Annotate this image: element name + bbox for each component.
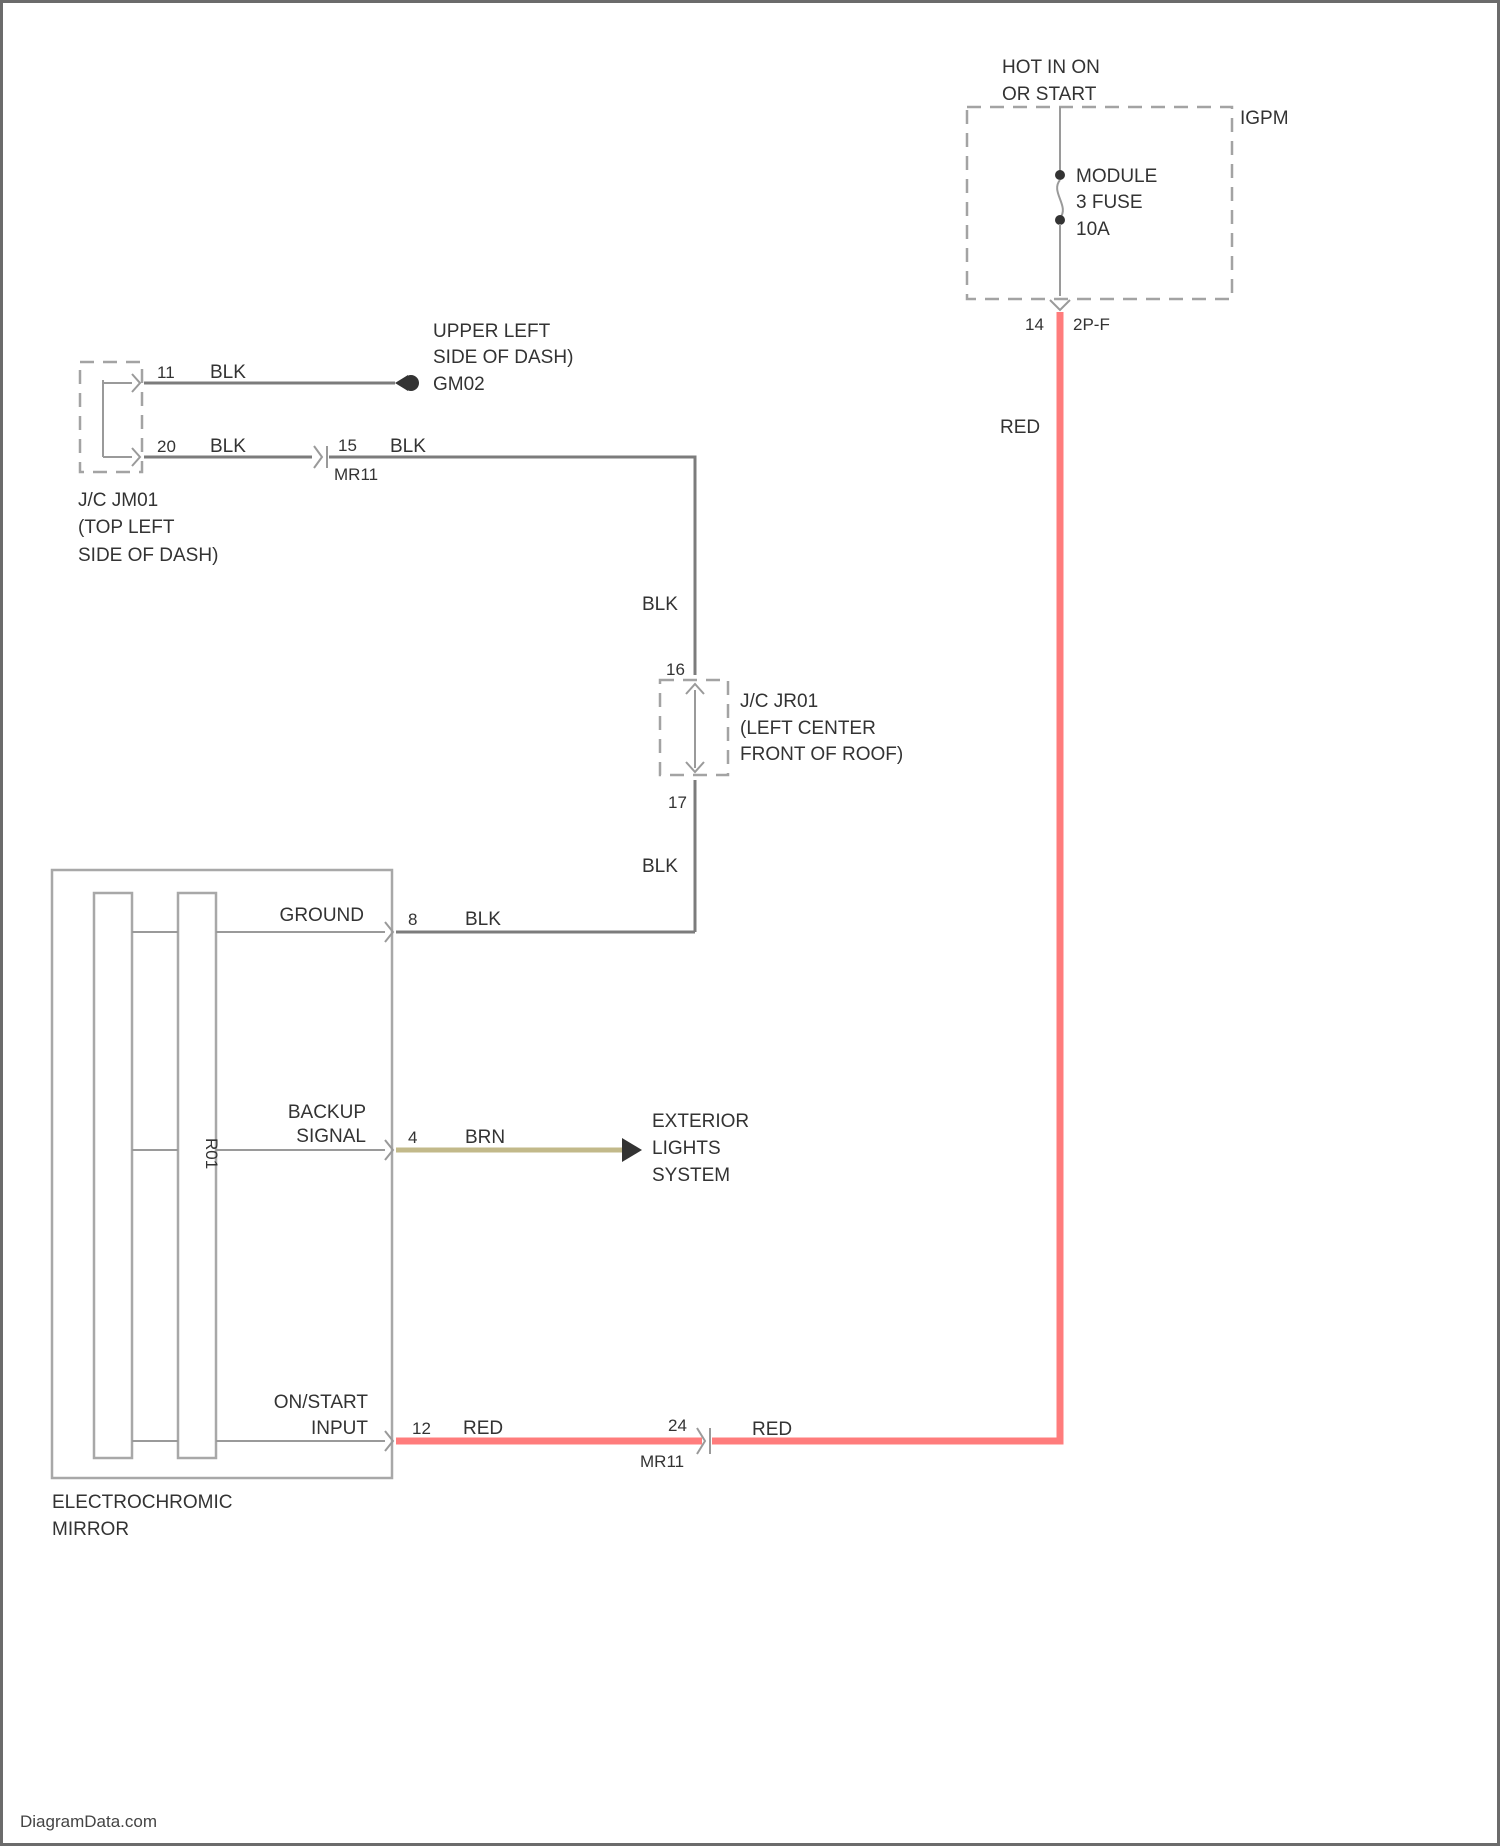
fuse-label-line3: 10A <box>1076 219 1110 240</box>
splice-label-line3: SIDE OF DASH) <box>78 545 218 566</box>
mirror-connector-label: R01 <box>202 1138 221 1169</box>
exterior-lights-line2: LIGHTS <box>652 1138 721 1159</box>
inline-wire-label: BLK <box>390 436 426 457</box>
roof-lower-wire-label: BLK <box>642 856 678 877</box>
ground-lower-wire-label: BLK <box>210 436 246 457</box>
splice-label-line1: J/C JM01 <box>78 490 158 511</box>
mirror-ground-label: GROUND <box>280 905 364 926</box>
mirror-input-pin: 12 <box>412 1419 431 1438</box>
mirror-input-wire-label: RED <box>463 1418 503 1439</box>
fuse-terminal-top <box>1055 170 1065 180</box>
power-label-line1: HOT IN ON <box>1002 57 1100 78</box>
ground-point-icon <box>403 375 419 391</box>
ground-upper-pin: 11 <box>157 363 175 382</box>
red-inline-connector: MR11 <box>640 1452 684 1471</box>
inline-connector: MR11 <box>334 465 378 484</box>
roof-label-line1: J/C JR01 <box>740 691 818 712</box>
mirror-backup-label-line2: SIGNAL <box>296 1126 366 1147</box>
mirror-backup-label-line1: BACKUP <box>288 1102 366 1123</box>
mirror-ground-pin: 8 <box>408 910 417 929</box>
red-inline-pin: 24 <box>668 1416 687 1435</box>
ground-upper-wire-label: BLK <box>210 362 246 383</box>
mirror-label-line1: ELECTROCHROMIC <box>52 1492 233 1513</box>
power-label-line2: OR START <box>1002 84 1097 105</box>
fuse-terminal-bottom <box>1055 215 1065 225</box>
ground-label-line3: GM02 <box>433 374 485 395</box>
mirror-input-label-line2: INPUT <box>311 1418 368 1439</box>
ground-lower-pin: 20 <box>157 437 176 456</box>
inline-pin: 15 <box>338 436 357 455</box>
diagram-background <box>3 3 1497 1843</box>
mirror-input-label-line1: ON/START <box>274 1392 369 1413</box>
mirror-backup-wire-label: BRN <box>465 1127 505 1148</box>
ground-label-line2: SIDE OF DASH) <box>433 347 573 368</box>
exterior-lights-line1: EXTERIOR <box>652 1111 749 1132</box>
fuse-block-name: IGPM <box>1240 108 1289 129</box>
mirror-backup-pin: 4 <box>408 1128 417 1147</box>
roof-label-line2: (LEFT CENTER <box>740 718 876 739</box>
fuse-pin: 14 <box>1025 315 1044 334</box>
fuse-label-line2: 3 FUSE <box>1076 192 1143 213</box>
roof-upper-pin: 16 <box>666 660 685 679</box>
splice-label-line2: (TOP LEFT <box>78 517 175 538</box>
fuse-label-line1: MODULE <box>1076 166 1157 187</box>
mirror-label-line2: MIRROR <box>52 1519 129 1540</box>
exterior-lights-line3: SYSTEM <box>652 1165 730 1186</box>
red-inline-wire-label: RED <box>752 1419 792 1440</box>
red-upper-wire-label: RED <box>1000 417 1040 438</box>
mirror-ground-wire-label: BLK <box>465 909 501 930</box>
roof-label-line3: FRONT OF ROOF) <box>740 744 903 765</box>
roof-upper-wire-label: BLK <box>642 594 678 615</box>
fuse-connector: 2P-F <box>1073 315 1110 334</box>
roof-lower-pin: 17 <box>668 793 687 812</box>
ground-label-line1: UPPER LEFT <box>433 321 551 342</box>
watermark: DiagramData.com <box>20 1812 157 1831</box>
